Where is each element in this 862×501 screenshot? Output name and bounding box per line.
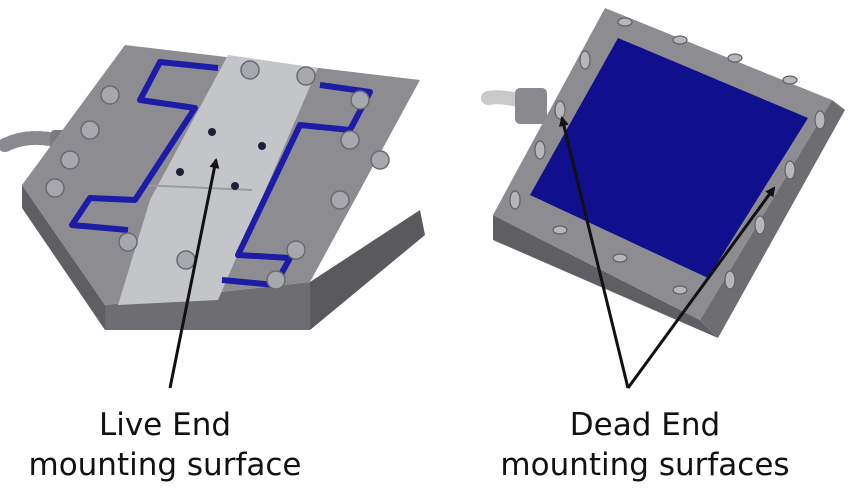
live-slot-left <box>69 59 219 233</box>
live-end-caption: Live End mounting surface <box>0 405 330 485</box>
live-end-caption-line2: mounting surface <box>28 447 302 483</box>
live-end-holes <box>176 128 266 190</box>
dead-end-caption: Dead End mounting surfaces <box>480 405 810 485</box>
live-block-side-front <box>105 282 310 330</box>
dead-rim-holes <box>509 17 826 295</box>
live-block-side-left <box>22 185 105 330</box>
annotation-arrows <box>168 116 776 389</box>
dead-end-arrow-left <box>559 116 630 389</box>
dead-end-mounting-surface <box>530 38 808 278</box>
dead-block-side-left <box>493 215 718 338</box>
dead-end-load-cell <box>481 8 845 338</box>
dead-end-caption-line1: Dead End <box>569 407 721 443</box>
live-end-load-cell <box>0 45 425 330</box>
live-end-arrow <box>168 158 220 389</box>
cable-icon <box>481 88 547 124</box>
dead-block-side-right <box>700 100 845 338</box>
dead-end-caption-line2: mounting surfaces <box>500 447 790 483</box>
live-end-mounting-surface <box>118 55 318 305</box>
dead-end-arrow-right <box>626 186 776 389</box>
live-counterbores <box>45 60 390 290</box>
live-end-caption-line1: Live End <box>98 407 232 443</box>
live-block-side-right <box>310 210 425 330</box>
